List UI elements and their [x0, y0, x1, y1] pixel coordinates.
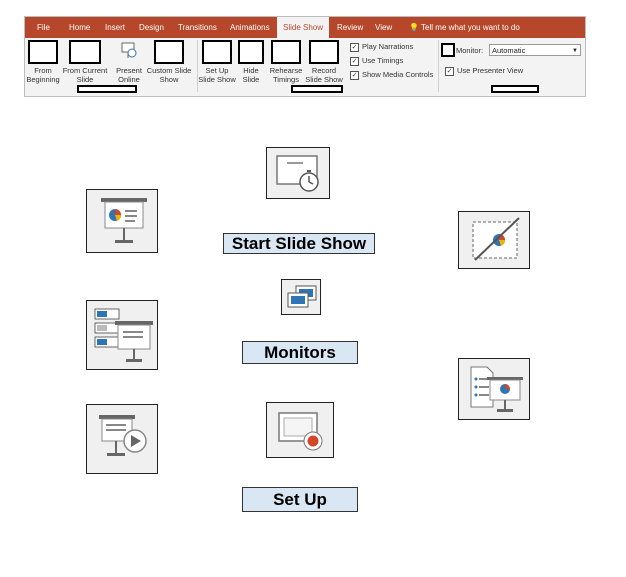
group-label-monitors: [491, 85, 539, 93]
from-current-slide-icon[interactable]: [69, 40, 101, 64]
set-up-slide-show-icon[interactable]: [202, 40, 232, 64]
tab-insert[interactable]: Insert: [105, 23, 126, 32]
from-current-slide-button[interactable]: From Current Slide: [62, 66, 108, 84]
tab-file[interactable]: File: [37, 23, 50, 32]
check-icon: ✓: [350, 56, 359, 66]
present-online-button[interactable]: Present Online: [116, 66, 142, 84]
play-narrations-checkbox[interactable]: ✓Play Narrations: [350, 42, 414, 52]
hide-slide-icon[interactable]: [238, 40, 264, 64]
from-beginning-icon[interactable]: [28, 40, 58, 64]
check-icon: ✓: [445, 66, 454, 76]
tab-slide-show[interactable]: Slide Show: [277, 17, 330, 38]
monitor-dropdown[interactable]: Automatic ▼: [489, 44, 581, 56]
show-media-controls-checkbox[interactable]: ✓Show Media Controls: [350, 70, 434, 80]
rehearse-timings-icon[interactable]: [271, 40, 301, 64]
from-beginning-button[interactable]: From Beginning: [26, 66, 60, 84]
custom-slide-show-button[interactable]: Custom Slide Show: [146, 66, 192, 84]
set-up-slide-show-button[interactable]: Set Up Slide Show: [198, 66, 236, 84]
monitor-label: Monitor:: [456, 46, 484, 55]
record-slide-show-icon[interactable]: [309, 40, 339, 64]
chevron-down-icon: ▼: [572, 48, 578, 54]
group-divider: [438, 40, 439, 92]
group-label-set-up: [291, 85, 343, 93]
check-icon: ✓: [350, 70, 359, 80]
record-slide-show-large-icon[interactable]: [266, 402, 334, 458]
tab-view[interactable]: View: [375, 23, 393, 32]
tab-design[interactable]: Design: [139, 23, 164, 32]
use-presenter-view-checkbox[interactable]: ✓Use Presenter View: [445, 66, 524, 76]
monitors-large-icon[interactable]: [281, 279, 321, 315]
set-up-label: Set Up: [242, 487, 358, 512]
rehearse-timings-button[interactable]: Rehearse Timings: [269, 66, 303, 84]
group-label-start-slide-show: [77, 85, 137, 93]
tell-me-box[interactable]: 💡 Tell me what you want to do: [409, 23, 520, 32]
hide-slide-large-icon[interactable]: [458, 211, 530, 269]
tab-animations[interactable]: Animations: [230, 23, 270, 32]
tab-transitions[interactable]: Transitions: [178, 23, 217, 32]
use-timings-checkbox[interactable]: ✓Use Timings: [350, 56, 404, 66]
ribbon-tab-bar: File Home Insert Design Transitions Anim…: [25, 17, 585, 38]
play-slide-show-large-icon[interactable]: [86, 404, 158, 474]
check-icon: ✓: [350, 42, 359, 52]
tab-review[interactable]: Review: [337, 23, 364, 32]
custom-slide-show-icon[interactable]: [154, 40, 184, 64]
hide-slide-button[interactable]: Hide Slide: [242, 66, 260, 84]
lightbulb-icon: 💡: [409, 23, 419, 32]
tab-home[interactable]: Home: [69, 23, 91, 32]
ribbon: File Home Insert Design Transitions Anim…: [24, 16, 586, 97]
custom-slide-show-large-icon[interactable]: [86, 300, 158, 370]
record-slide-show-button[interactable]: Record Slide Show: [305, 66, 343, 84]
rehearse-timings-large-icon[interactable]: [266, 147, 330, 199]
set-up-slide-show-large-icon[interactable]: [458, 358, 530, 420]
present-online-icon[interactable]: [121, 42, 137, 60]
from-beginning-large-icon[interactable]: [86, 189, 158, 253]
start-slide-show-label: Start Slide Show: [223, 233, 375, 254]
group-divider: [197, 40, 198, 92]
monitor-icon: [441, 43, 455, 57]
monitors-label: Monitors: [242, 341, 358, 364]
